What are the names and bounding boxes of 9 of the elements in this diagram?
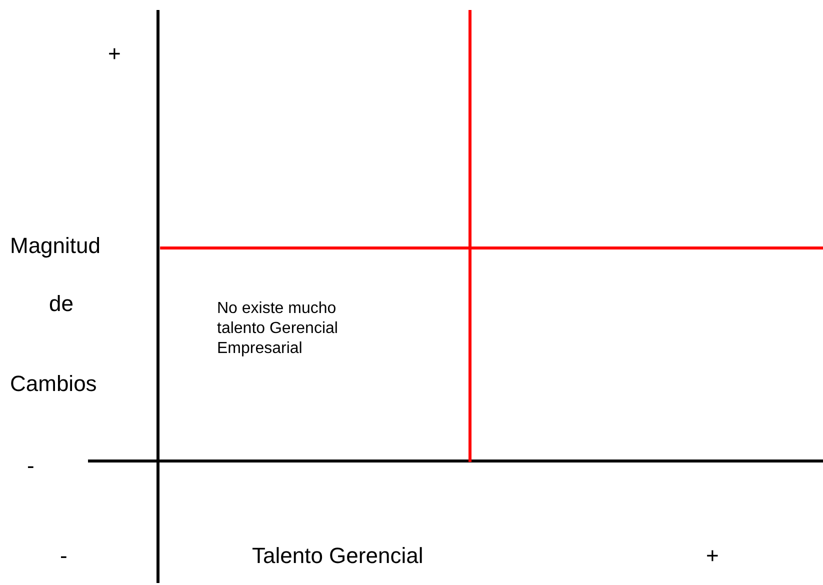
quadrant-note: No existe mucho talento Gerencial Empresarial xyxy=(217,299,339,359)
axis-label: de xyxy=(49,290,74,318)
axis-label: + xyxy=(706,542,719,570)
axis-label: + xyxy=(108,40,121,68)
axis-label: - xyxy=(27,452,34,480)
axis-label: Cambios xyxy=(10,370,97,398)
axis-label: - xyxy=(60,542,68,570)
axis-label: Magnitud xyxy=(10,232,101,260)
axis-label: Talento Gerencial xyxy=(252,542,424,570)
